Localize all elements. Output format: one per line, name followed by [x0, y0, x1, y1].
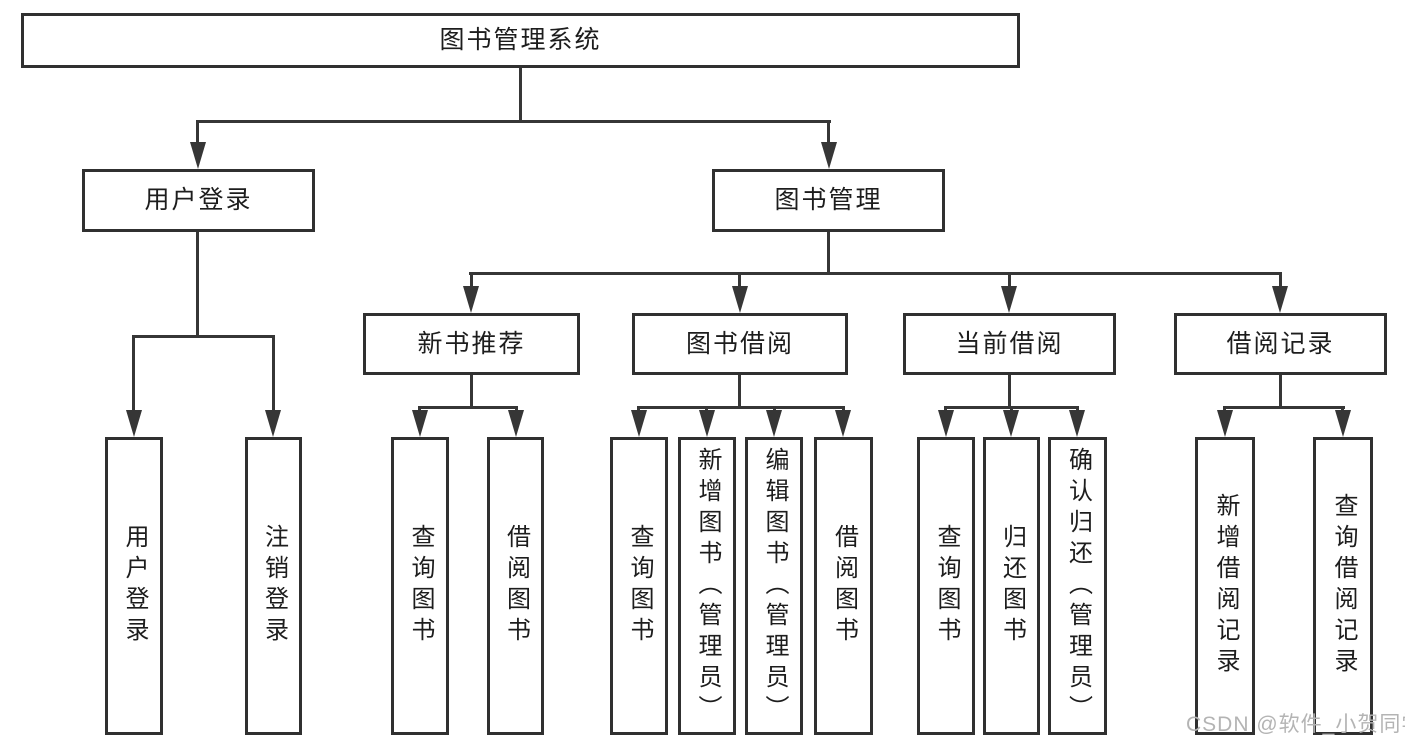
arrow-down-icon [463, 286, 479, 313]
node-label: 新书推荐 [417, 329, 526, 358]
node-user-login: 用户登录 [82, 169, 315, 232]
arrow-down-icon [732, 286, 748, 313]
node-borrowing-records: 借阅记录 [1174, 313, 1387, 375]
arrow-down-icon [631, 410, 647, 437]
connector-drop [196, 120, 199, 148]
arrow-down-icon [835, 410, 851, 437]
leaf-label: 查询图书 [933, 524, 960, 648]
connector-bar [469, 272, 1282, 275]
connector-drop [132, 335, 135, 416]
arrow-down-icon [1003, 410, 1019, 437]
leaf-current-confirm-return-admin: 确认归还（管理员） [1048, 437, 1107, 735]
connector-drop [272, 335, 275, 416]
leaf-current-return-books: 归还图书 [983, 437, 1040, 735]
leaf-label: 确认归还（管理员） [1064, 446, 1092, 726]
node-current-borrowing: 当前借阅 [903, 313, 1116, 375]
leaf-label: 借阅图书 [830, 524, 858, 648]
connector-drop [827, 120, 830, 148]
arrow-down-icon [1069, 410, 1085, 437]
node-label: 图书管理系统 [439, 26, 602, 54]
node-label: 当前借阅 [955, 329, 1064, 358]
leaf-label: 查询借阅记录 [1330, 493, 1357, 679]
leaf-label: 新增图书（管理员） [694, 446, 721, 726]
leaf-borrowing-query-books: 查询图书 [610, 437, 668, 735]
arrow-down-icon [1272, 286, 1288, 313]
leaf-label: 新增借阅记录 [1212, 493, 1239, 679]
arrow-down-icon [412, 410, 428, 437]
connector-stem [1008, 375, 1011, 409]
watermark-text: CSDN @软件_小贺同学 [1186, 713, 1405, 736]
connector-stem [1279, 375, 1282, 409]
node-label: 图书管理 [774, 186, 883, 214]
leaf-label: 借阅图书 [502, 524, 530, 648]
leaf-borrowing-add-books-admin: 新增图书（管理员） [678, 437, 736, 735]
leaf-label: 归还图书 [998, 524, 1026, 648]
node-label: 图书借阅 [685, 329, 794, 358]
connector-drop [1279, 272, 1282, 292]
arrow-down-icon [126, 410, 142, 437]
leaf-records-query-record: 查询借阅记录 [1313, 437, 1373, 735]
arrow-down-icon [190, 142, 206, 169]
connector-stem [827, 232, 830, 275]
connector-stem [470, 375, 473, 409]
leaf-label: 注销登录 [260, 524, 288, 648]
leaf-current-query-books: 查询图书 [917, 437, 975, 735]
connector-drop [470, 272, 473, 292]
connector-bar [196, 120, 831, 123]
arrow-down-icon [938, 410, 954, 437]
arrow-down-icon [508, 410, 524, 437]
connector-bar [637, 406, 845, 409]
arrow-down-icon [1001, 286, 1017, 313]
leaf-recommend-borrow-books: 借阅图书 [487, 437, 544, 735]
leaf-borrowing-edit-books-admin: 编辑图书（管理员） [745, 437, 803, 735]
node-book-management: 图书管理 [712, 169, 945, 232]
arrow-down-icon [766, 410, 782, 437]
arrow-down-icon [821, 142, 837, 169]
connector-stem [519, 68, 522, 122]
arrow-down-icon [699, 410, 715, 437]
node-label: 用户登录 [144, 186, 253, 214]
connector-stem [196, 232, 199, 338]
connector-drop [1008, 272, 1011, 292]
connector-stem [738, 375, 741, 409]
arrow-down-icon [1217, 410, 1233, 437]
leaf-label: 编辑图书（管理员） [761, 446, 788, 726]
leaf-label: 查询图书 [407, 524, 434, 648]
arrow-down-icon [265, 410, 281, 437]
leaf-borrowing-borrow-books: 借阅图书 [814, 437, 873, 735]
connector-bar [418, 406, 518, 409]
connector-bar [1223, 406, 1345, 409]
node-book-borrowing: 图书借阅 [632, 313, 848, 375]
leaf-records-add-record: 新增借阅记录 [1195, 437, 1255, 735]
node-root: 图书管理系统 [21, 13, 1020, 68]
connector-drop [738, 272, 741, 292]
leaf-label: 查询图书 [626, 524, 653, 648]
leaf-recommend-query-books: 查询图书 [391, 437, 449, 735]
connector-bar [132, 335, 275, 338]
node-label: 借阅记录 [1226, 329, 1335, 358]
leaf-user-login: 用户登录 [105, 437, 163, 735]
leaf-label: 用户登录 [121, 524, 148, 648]
leaf-logout: 注销登录 [245, 437, 302, 735]
node-new-book-recommend: 新书推荐 [363, 313, 580, 375]
arrow-down-icon [1335, 410, 1351, 437]
